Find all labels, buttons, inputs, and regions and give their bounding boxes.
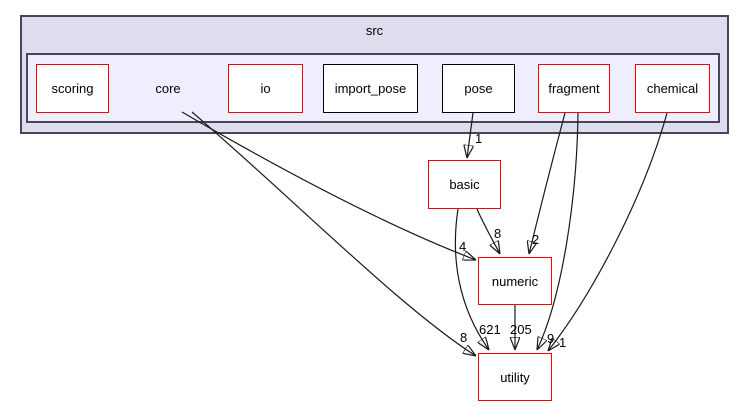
node-basic-label: basic [449, 177, 480, 192]
edge-count-basic-to-numeric[interactable]: 8 [494, 226, 502, 241]
node-core-label: core [155, 81, 181, 96]
edge-count-basic-to-utility[interactable]: 621 [479, 322, 501, 337]
node-core: core [140, 64, 196, 113]
node-io-label: io [260, 81, 271, 96]
node-fragment-label: fragment [548, 81, 600, 96]
node-io[interactable]: io [228, 64, 303, 113]
edge-chemical-to-utility [548, 112, 668, 351]
node-numeric[interactable]: numeric [478, 257, 552, 305]
node-scoring[interactable]: scoring [36, 64, 109, 113]
node-numeric-label: numeric [491, 273, 539, 289]
node-utility[interactable]: utility [478, 353, 552, 401]
cluster-src-label[interactable]: src [365, 23, 384, 38]
edge-count-chemical-to-utility[interactable]: 1 [559, 335, 567, 350]
edge-count-numeric-to-utility[interactable]: 205 [510, 322, 532, 337]
node-fragment[interactable]: fragment [538, 64, 610, 113]
edge-fragment-to-utility [537, 112, 579, 350]
node-import-pose-label: import_pose [334, 81, 407, 96]
edge-count-fragment-to-numeric[interactable]: 2 [532, 232, 540, 247]
edge-count-core-to-utility[interactable]: 8 [460, 330, 468, 345]
node-import-pose[interactable]: import_pose [323, 64, 418, 113]
edge-count-core-to-numeric[interactable]: 4 [459, 239, 467, 254]
node-scoring-label: scoring [51, 81, 94, 96]
edge-count-fragment-to-utility[interactable]: 9 [547, 331, 555, 346]
node-basic[interactable]: basic [428, 160, 501, 209]
node-pose[interactable]: pose [442, 64, 515, 113]
node-chemical-label: chemical [646, 81, 699, 96]
edge-count-pose-to-basic[interactable]: 1 [475, 131, 483, 146]
edge-core-to-utility [191, 111, 476, 356]
node-utility-label: utility [500, 369, 530, 385]
node-chemical[interactable]: chemical [635, 64, 710, 113]
node-pose-label: pose [464, 81, 493, 96]
